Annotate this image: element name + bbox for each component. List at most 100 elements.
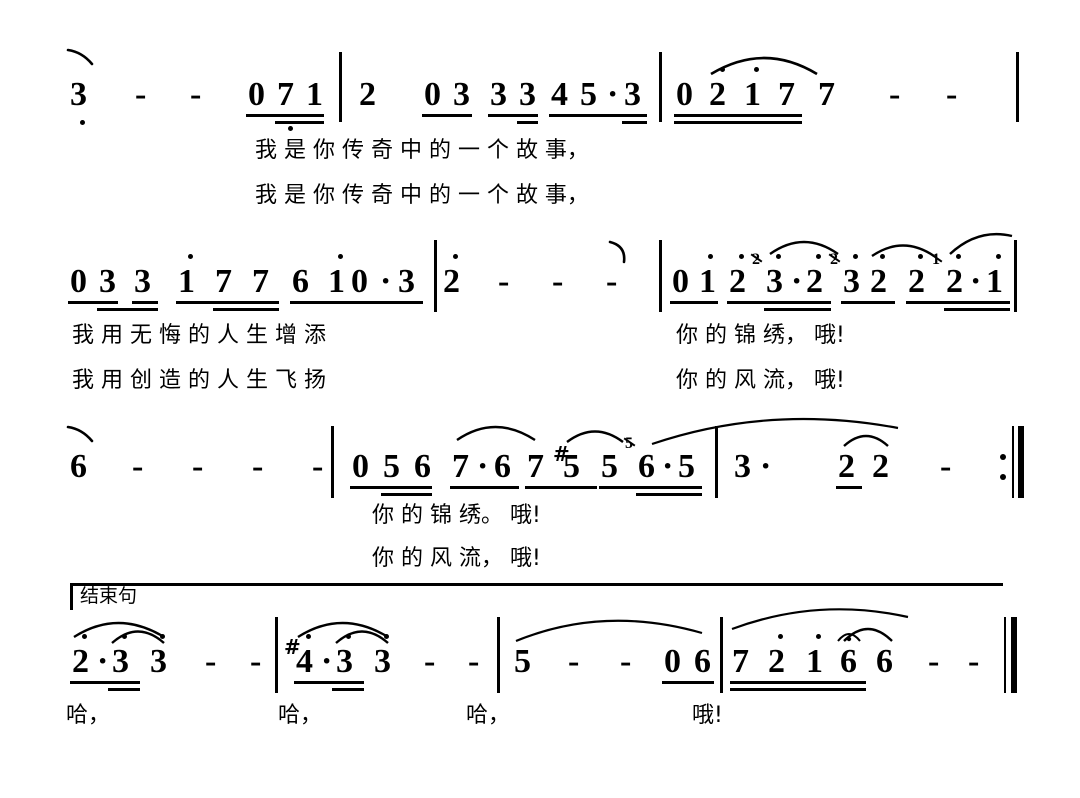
- beam: [670, 301, 718, 304]
- note: 5: [514, 643, 531, 680]
- note: 3: [490, 76, 507, 113]
- hold-dash: -: [312, 448, 324, 485]
- note: 7: [252, 263, 269, 300]
- note: 7: [215, 263, 232, 300]
- note: 6: [876, 643, 893, 680]
- beam: [549, 114, 647, 117]
- note: 2: [729, 263, 746, 300]
- hold-dash: -: [424, 643, 436, 680]
- hold-dash: -: [252, 448, 264, 485]
- note: 6: [292, 263, 309, 300]
- dotted-rhythm-dot: ·: [321, 643, 333, 680]
- octave-dot-high: [720, 67, 725, 72]
- note: 5: [678, 448, 695, 485]
- slur: [710, 56, 818, 76]
- note: 2: [872, 448, 889, 485]
- dotted-rhythm-dot: ·: [97, 643, 109, 680]
- barline: [715, 426, 718, 498]
- lyric-line: 你 的 风 流， 哦!: [372, 546, 541, 571]
- octave-dot-high: [816, 634, 821, 639]
- note: 6: [414, 448, 431, 485]
- octave-dot-high: [778, 634, 783, 639]
- sharp-icon: #: [284, 635, 301, 659]
- slur: [566, 430, 624, 443]
- hold-dash: -: [968, 643, 980, 680]
- lyric-line: 你 的 锦 绣， 哦!: [676, 323, 845, 348]
- note: 3: [843, 263, 860, 300]
- beam: [622, 121, 647, 124]
- note: 7: [277, 76, 294, 113]
- beam: [246, 114, 324, 117]
- note: 1: [178, 263, 195, 300]
- dotted-rhythm-dot: ·: [791, 263, 803, 300]
- dotted-rhythm-dot: ·: [477, 448, 489, 485]
- note: 7: [732, 643, 749, 680]
- hold-dash: -: [205, 643, 217, 680]
- octave-dot-low: [288, 126, 293, 131]
- octave-dot-high: [82, 634, 87, 639]
- beam: [836, 486, 862, 489]
- beam: [294, 681, 364, 684]
- slur: [456, 425, 536, 442]
- slur: [769, 240, 839, 255]
- repeat-thick-line: [1018, 426, 1024, 498]
- grace-note: 2: [828, 252, 841, 268]
- slur: [843, 627, 893, 642]
- beam: [290, 301, 356, 304]
- note: 2: [908, 263, 925, 300]
- barline: [497, 617, 500, 693]
- note: 0: [248, 76, 265, 113]
- note: 6: [840, 643, 857, 680]
- barline: [339, 52, 342, 122]
- beam: [906, 301, 1010, 304]
- beam: [68, 301, 118, 304]
- note: 3: [374, 643, 391, 680]
- beam: [108, 688, 140, 691]
- dotted-rhythm-dot: ·: [970, 263, 982, 300]
- note: 1: [744, 76, 761, 113]
- phrase-arc: [515, 619, 703, 643]
- final-barline-thin: [1004, 617, 1006, 693]
- system-3: 6 - - - - 0 5 6 7 · 6 7 # 5 5 5 6 · 5 3 …: [0, 400, 1080, 575]
- beam: [727, 301, 831, 304]
- hold-dash: -: [498, 263, 510, 300]
- ending-bracket: [70, 583, 1003, 610]
- note: 3: [734, 448, 751, 485]
- note: 2: [838, 448, 855, 485]
- hold-dash: -: [192, 448, 204, 485]
- octave-dot-high: [384, 634, 389, 639]
- octave-dot-high: [188, 254, 193, 259]
- note: 4: [551, 76, 568, 113]
- octave-dot-high: [996, 254, 1001, 259]
- octave-dot-high: [816, 254, 821, 259]
- note: 0: [664, 643, 681, 680]
- phrase-arc: [66, 425, 94, 443]
- breath-mark-icon: [608, 240, 626, 264]
- note: 7: [452, 448, 469, 485]
- note: 2: [946, 263, 963, 300]
- tie: [111, 630, 165, 644]
- octave-dot-high: [708, 254, 713, 259]
- octave-dot-high: [956, 254, 961, 259]
- note: 5: [601, 448, 618, 485]
- lyric-line: 哦!: [692, 703, 723, 728]
- note: 2: [768, 643, 785, 680]
- note: 5: [563, 448, 580, 485]
- lyric-line: 哈，: [66, 703, 111, 728]
- beam: [450, 486, 519, 489]
- system-1: 3 - - 0 7 1 2 0 3 3 3 4 5 · 3 0 2 1 7: [0, 0, 1080, 230]
- beam: [944, 308, 1010, 311]
- octave-dot-high: [306, 634, 311, 639]
- barline: [720, 617, 723, 693]
- note: 3: [398, 263, 415, 300]
- beam: [332, 688, 364, 691]
- octave-dot-low: [80, 120, 85, 125]
- lyric-line: 哈，: [466, 703, 511, 728]
- hold-dash: -: [946, 76, 958, 113]
- hold-dash: -: [250, 643, 262, 680]
- grace-note: 1: [930, 252, 943, 268]
- slur: [871, 244, 935, 257]
- system-4: 结束句 2 · 3 3 - - # 4 · 3 3 - - 5 - - 0: [0, 575, 1080, 775]
- beam: [349, 301, 423, 304]
